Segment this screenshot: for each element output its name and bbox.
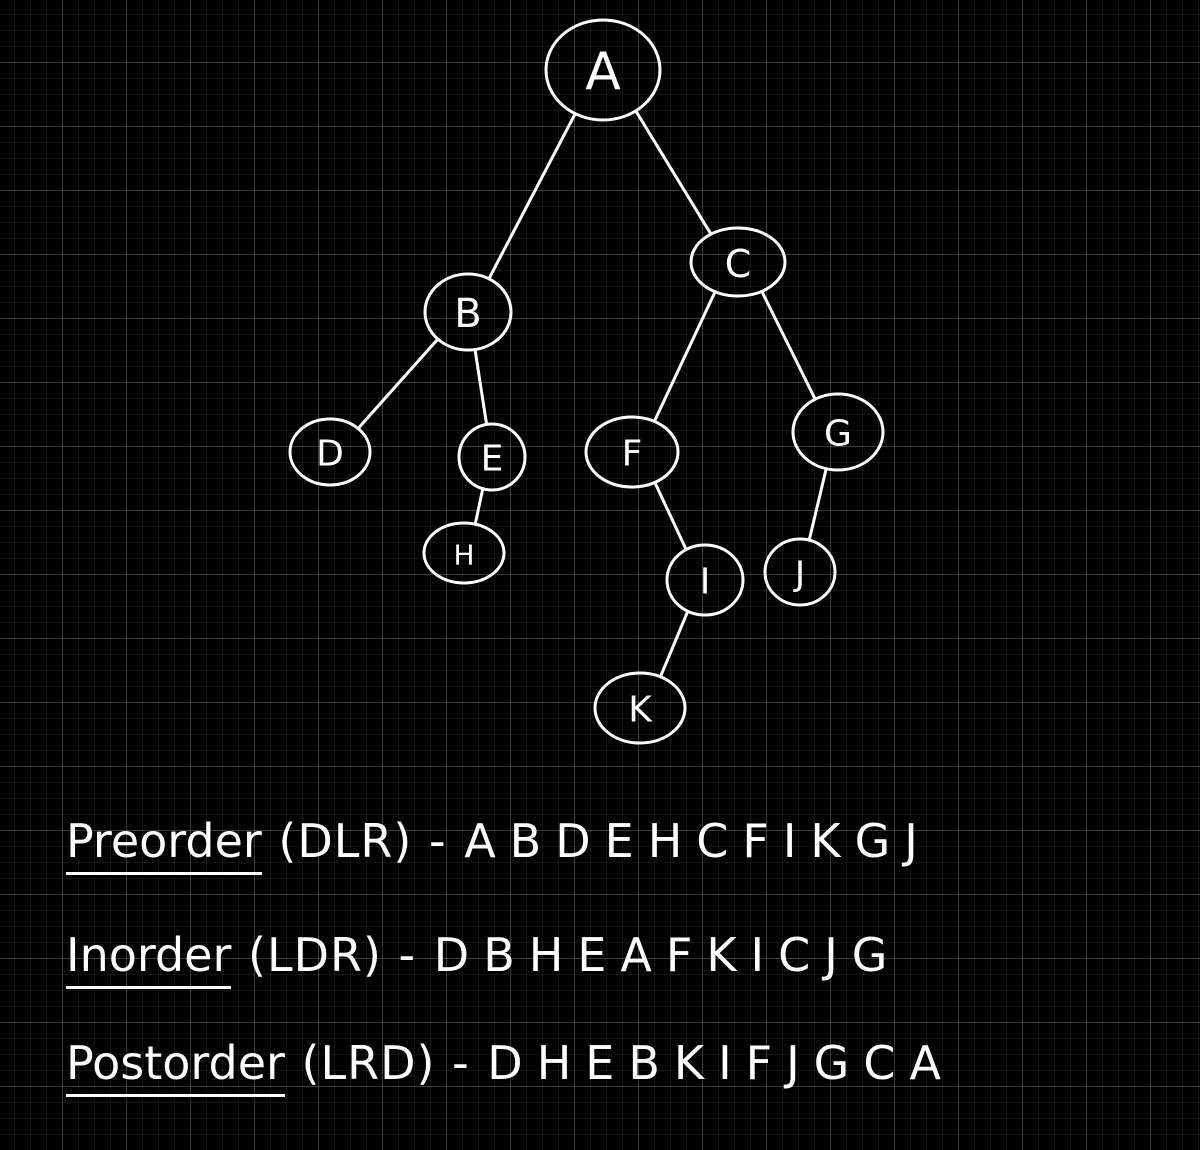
node-a: A xyxy=(544,18,662,122)
postorder-sequence: DHEBKIFJGCA xyxy=(487,1036,955,1090)
node-b-label: B xyxy=(454,291,481,337)
edge-a-b xyxy=(487,112,577,281)
inorder-separator: - xyxy=(398,928,418,982)
node-g-label: G xyxy=(824,414,852,455)
postorder-label: Postorder xyxy=(66,1036,285,1097)
node-k: K xyxy=(593,671,687,745)
postorder-line: Postorder (LRD) - DHEBKIFJGCA xyxy=(66,1036,955,1097)
node-e-label: E xyxy=(481,439,504,480)
edge-a-c xyxy=(634,109,713,236)
node-a-circle xyxy=(544,18,662,122)
node-i-circle xyxy=(665,543,745,617)
node-j-label: J xyxy=(793,554,805,594)
edge-b-e xyxy=(473,348,489,426)
node-g: G xyxy=(791,392,885,472)
edge-f-i xyxy=(653,480,688,552)
node-f-circle xyxy=(584,415,680,489)
edge-c-f xyxy=(652,290,717,423)
node-d-label: D xyxy=(316,434,344,475)
postorder-separator: - xyxy=(452,1036,471,1090)
node-c: C xyxy=(689,226,787,298)
node-h: H xyxy=(422,521,506,585)
node-a-label: A xyxy=(585,42,621,102)
node-j: J xyxy=(763,537,837,607)
preorder-label: Preorder xyxy=(66,814,262,875)
preorder-separator: - xyxy=(428,814,448,868)
postorder-code: (LRD) xyxy=(301,1036,436,1090)
node-i: I xyxy=(665,543,745,617)
node-e: E xyxy=(457,422,527,492)
node-f: F xyxy=(584,415,680,489)
edge-i-k xyxy=(658,609,690,679)
edge-g-j xyxy=(807,467,828,542)
node-b: B xyxy=(423,272,513,352)
node-h-circle xyxy=(422,521,506,585)
preorder-code: (DLR) xyxy=(278,814,413,868)
node-h-label: H xyxy=(453,539,474,572)
node-j-circle xyxy=(763,537,837,607)
inorder-code: (LDR) xyxy=(248,928,382,982)
inorder-sequence: DBHEAFKICJG xyxy=(433,928,902,982)
node-c-circle xyxy=(689,226,787,298)
node-k-circle xyxy=(593,671,687,745)
node-i-label: I xyxy=(700,562,711,603)
node-d: D xyxy=(288,417,372,487)
inorder-line: Inorder (LDR) - DBHEAFKICJG xyxy=(66,928,901,989)
preorder-line: Preorder (DLR) - ABDEHCFIKGJ xyxy=(66,814,932,875)
node-g-circle xyxy=(791,392,885,472)
node-c-label: C xyxy=(725,242,752,286)
node-d-circle xyxy=(288,417,372,487)
edge-e-h xyxy=(473,487,485,526)
node-e-circle xyxy=(457,422,527,492)
tree-nodes: A B C D E F G H I J K xyxy=(288,18,885,745)
node-f-label: F xyxy=(622,434,643,475)
edge-b-d xyxy=(356,337,440,430)
node-k-label: K xyxy=(628,690,653,731)
edge-c-g xyxy=(760,289,817,401)
node-b-circle xyxy=(423,272,513,352)
inorder-label: Inorder xyxy=(66,928,232,989)
tree-edges xyxy=(356,109,828,679)
preorder-sequence: ABDEHCFIKGJ xyxy=(464,814,932,868)
